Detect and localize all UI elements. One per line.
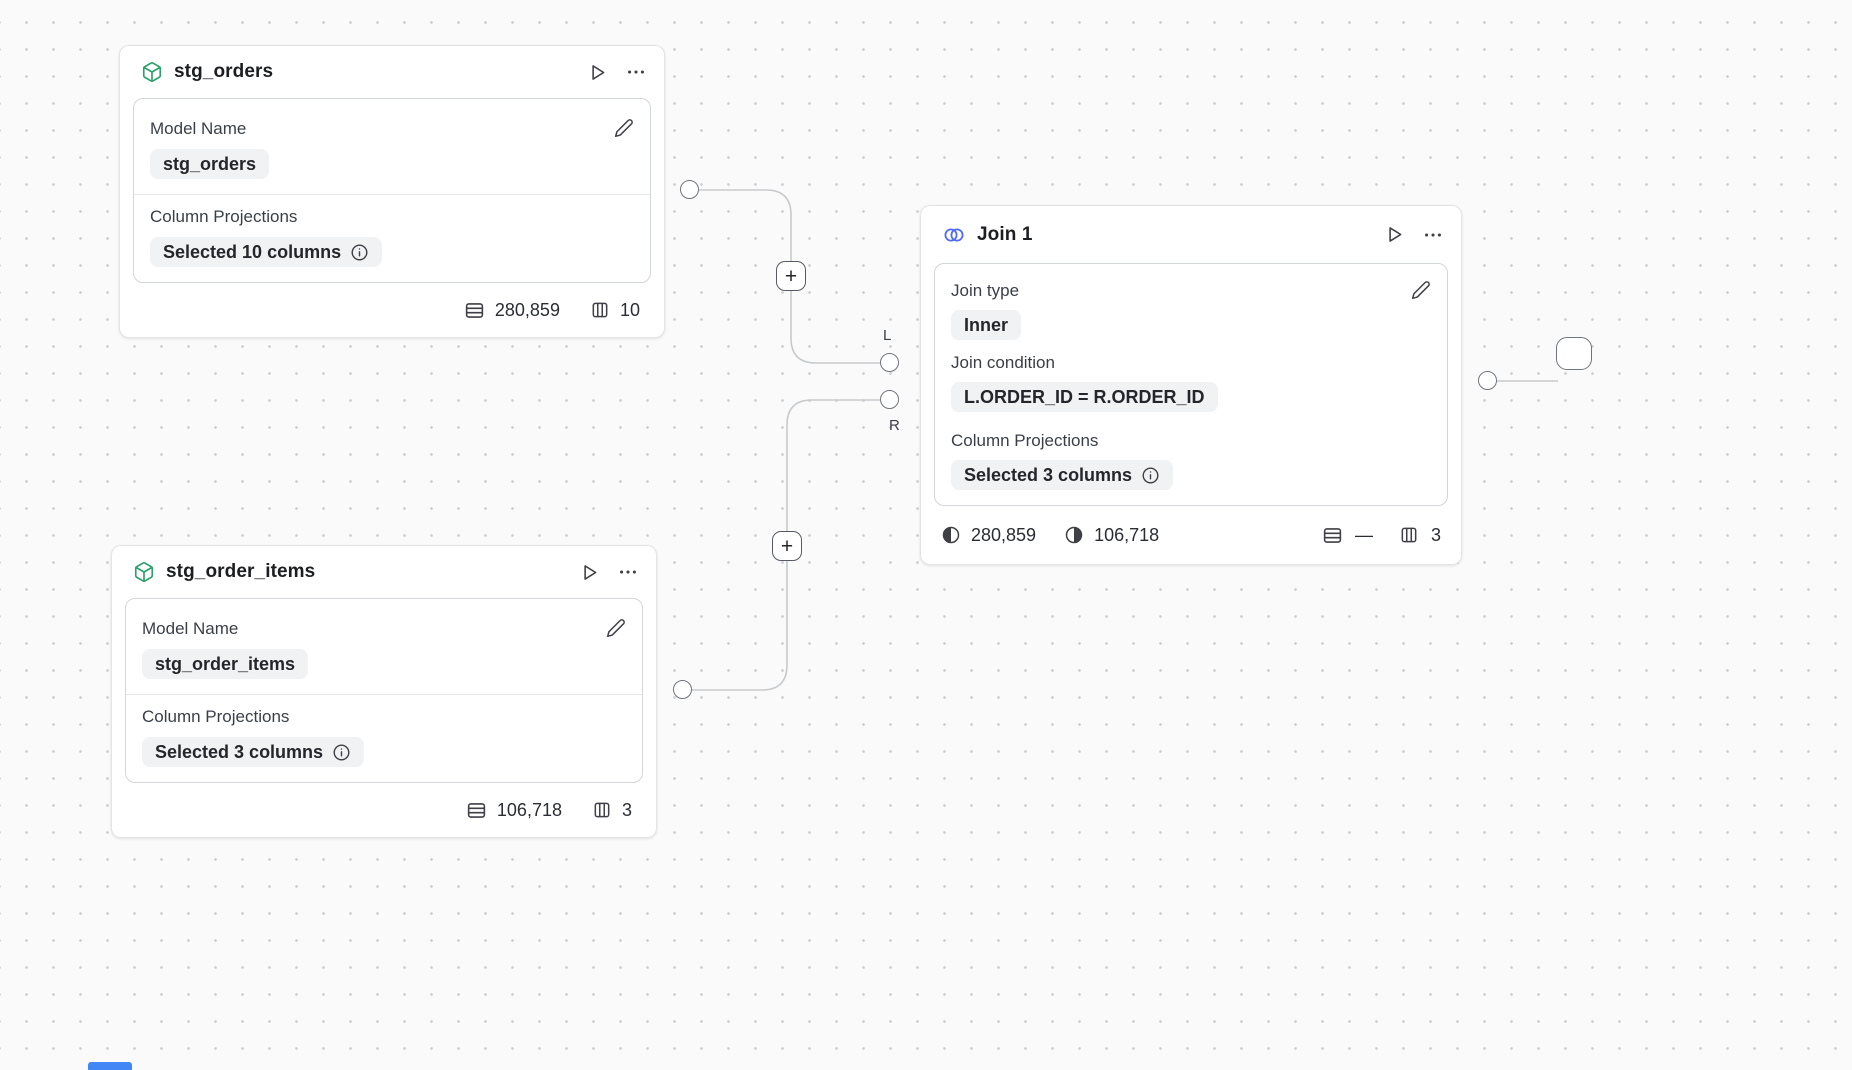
edit-icon[interactable] — [1411, 280, 1431, 300]
column-projections-label: Column Projections — [150, 207, 298, 226]
next-node-port-partial[interactable] — [1556, 337, 1592, 370]
node-config-card: Model Name stg_orders Column Projections… — [133, 98, 651, 283]
row-count: 280,859 — [494, 299, 560, 320]
add-step-button-bottom-edge[interactable]: + — [772, 531, 802, 561]
info-icon — [350, 243, 369, 262]
row-count-stat: 280,859 — [464, 300, 560, 321]
run-node-button[interactable] — [579, 562, 600, 583]
offscreen-element-partial — [88, 1062, 132, 1070]
columns-icon — [592, 800, 612, 820]
more-menu-button[interactable] — [1422, 224, 1444, 246]
node-title: stg_order_items — [166, 561, 316, 582]
node-stg-orders[interactable]: stg_orders Model Name stg_orders — [119, 45, 665, 338]
model-name-value-chip[interactable]: stg_order_items — [142, 649, 309, 679]
column-projections-value: Selected 3 columns — [964, 464, 1133, 485]
info-icon — [1141, 466, 1160, 485]
card-divider — [134, 194, 650, 195]
node-header: Join 1 — [921, 206, 1461, 263]
columns-icon — [1399, 525, 1419, 545]
left-input-row-count: 280,859 — [971, 524, 1037, 545]
row-count-stat: — — [1322, 525, 1373, 546]
input-row-counts: 280,859 106,718 — [941, 525, 1159, 546]
port-label-left: L — [883, 327, 892, 344]
node-header: stg_order_items — [112, 546, 656, 598]
rows-icon — [1322, 525, 1343, 546]
edit-icon[interactable] — [614, 118, 634, 138]
node-config-card: Join type Inner Join condition L.ORDER_I… — [934, 263, 1448, 506]
output-counts: — 3 — [1322, 525, 1441, 546]
model-name-value: stg_orders — [163, 153, 257, 174]
run-node-button[interactable] — [587, 62, 608, 83]
node-title: Join 1 — [977, 223, 1033, 245]
column-count: 3 — [1430, 524, 1441, 545]
package-icon — [141, 61, 163, 83]
column-count-stat: 10 — [590, 300, 640, 321]
node-join-1[interactable]: Join 1 Join type Inner — [920, 205, 1462, 565]
package-icon — [133, 561, 155, 583]
add-step-button-top-edge[interactable]: + — [776, 261, 806, 291]
join-type-label: Join type — [951, 281, 1020, 300]
node-title: stg_orders — [174, 61, 274, 82]
column-projections-value: Selected 10 columns — [163, 241, 342, 262]
rows-icon — [464, 300, 485, 321]
join-type-value-chip[interactable]: Inner — [951, 310, 1022, 340]
info-icon — [332, 743, 351, 762]
join-condition-label: Join condition — [951, 353, 1055, 372]
node-header: stg_orders — [120, 46, 664, 98]
edit-icon[interactable] — [606, 618, 626, 638]
node-stg-order-items[interactable]: stg_order_items Model Name stg_ord — [111, 545, 657, 838]
column-count-stat: 3 — [1399, 525, 1441, 546]
join-type-value: Inner — [964, 314, 1009, 335]
port-join-left-input[interactable] — [880, 353, 899, 372]
column-projections-chip[interactable]: Selected 3 columns — [142, 737, 365, 767]
port-stg-order-items-output[interactable] — [673, 680, 692, 699]
join-condition-value-chip[interactable]: L.ORDER_ID = R.ORDER_ID — [951, 382, 1218, 412]
row-count: — — [1354, 524, 1373, 545]
model-name-value-chip[interactable]: stg_orders — [150, 149, 270, 179]
column-count: 3 — [621, 799, 632, 820]
node-footer: 280,859 10 — [120, 283, 664, 337]
more-menu-button[interactable] — [617, 561, 639, 583]
column-projections-value: Selected 3 columns — [155, 741, 324, 762]
row-count: 106,718 — [496, 799, 562, 820]
join-condition-value: L.ORDER_ID = R.ORDER_ID — [964, 386, 1205, 407]
plus-icon: + — [780, 534, 794, 558]
column-projections-chip[interactable]: Selected 3 columns — [951, 460, 1174, 490]
right-half-circle-icon — [1064, 525, 1084, 545]
column-count-stat: 3 — [592, 800, 632, 821]
port-join-right-input[interactable] — [880, 390, 899, 409]
plus-icon: + — [784, 264, 798, 288]
left-input-row-count-stat: 280,859 — [941, 525, 1036, 546]
more-menu-button[interactable] — [625, 61, 647, 83]
port-label-right: R — [889, 417, 900, 434]
node-config-card: Model Name stg_order_items Column Projec… — [125, 598, 643, 783]
right-input-row-count-stat: 106,718 — [1064, 525, 1159, 546]
left-half-circle-icon — [941, 525, 961, 545]
column-projections-chip[interactable]: Selected 10 columns — [150, 237, 383, 267]
model-name-label: Model Name — [150, 119, 247, 138]
model-name-value: stg_order_items — [155, 653, 296, 674]
node-footer: 280,859 106,718 — — [921, 506, 1461, 564]
column-count: 10 — [619, 299, 640, 320]
right-input-row-count: 106,718 — [1094, 524, 1160, 545]
node-footer: 106,718 3 — [112, 783, 656, 837]
port-join-output[interactable] — [1478, 371, 1497, 390]
model-name-label: Model Name — [142, 619, 239, 638]
port-stg-orders-output[interactable] — [680, 180, 699, 199]
row-count-stat: 106,718 — [466, 800, 562, 821]
column-projections-label: Column Projections — [951, 431, 1099, 450]
card-divider — [126, 694, 642, 695]
columns-icon — [590, 300, 610, 320]
column-projections-label: Column Projections — [142, 707, 290, 726]
run-node-button[interactable] — [1384, 224, 1405, 245]
join-venn-icon — [942, 223, 966, 247]
rows-icon — [466, 800, 487, 821]
